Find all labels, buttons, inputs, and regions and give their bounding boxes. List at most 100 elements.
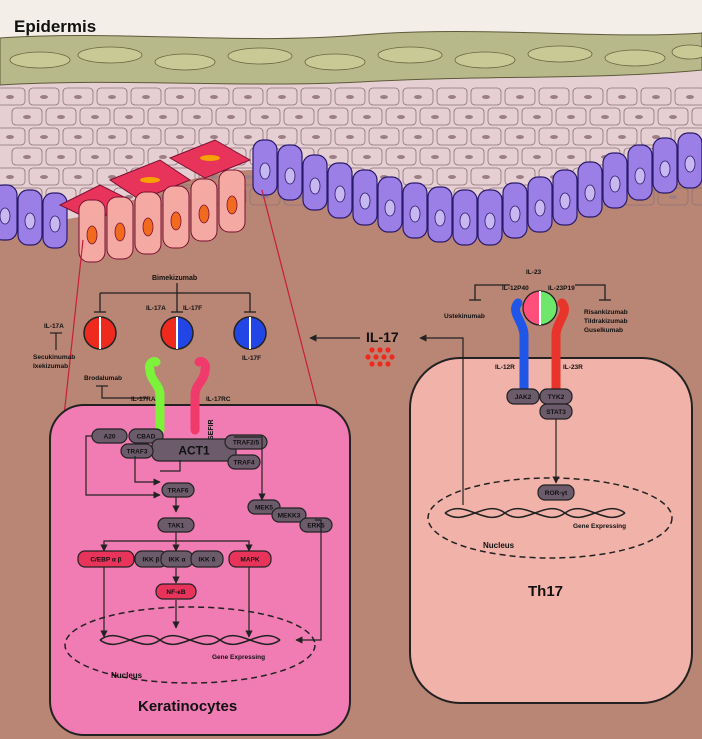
il23-cytokine xyxy=(522,290,558,326)
il17ra-receptor xyxy=(145,357,165,435)
nfkb-node-label: NF-κB xyxy=(166,589,185,596)
il17af-heterodimer xyxy=(160,316,194,350)
tak1-node-label: TAK1 xyxy=(168,522,185,529)
basal-cell xyxy=(427,186,453,243)
basal-cell xyxy=(477,189,503,246)
mek5-node-label: MEK5 xyxy=(255,504,273,511)
basal-cell xyxy=(552,169,578,226)
tildrakizumab-label: Tildrakizumab xyxy=(584,318,628,325)
keratinocyte-cell xyxy=(49,404,351,736)
stat3-node: STAT3 xyxy=(539,403,573,420)
inflamed-keratinocyte-cluster xyxy=(58,139,252,263)
basal-cell xyxy=(677,132,702,189)
il17a-dimer xyxy=(83,316,117,350)
mekk3-node: MEKK3 xyxy=(271,507,307,523)
th17-title: Th17 xyxy=(528,583,563,600)
basal-cell xyxy=(577,161,603,218)
inflamed-cell xyxy=(106,196,134,260)
mekk3-node-label: MEKK3 xyxy=(278,512,301,519)
il23r-receptor xyxy=(551,298,569,395)
inflamed-cell xyxy=(218,169,246,233)
il17-secreted-dots xyxy=(365,347,395,367)
traf25-node-label: TRAF2/5 xyxy=(233,439,260,446)
cbad-node: CBAD xyxy=(128,428,164,444)
traf4-node-label: TRAF4 xyxy=(234,459,255,466)
il23p19-label: IL-23P19 xyxy=(548,285,575,292)
il17f-label-top: IL-17F xyxy=(183,305,202,312)
keratinocyte-arrows xyxy=(85,435,322,644)
erk5-node-label: ERK5 xyxy=(307,522,325,529)
il23-label: IL-23 xyxy=(526,269,542,276)
traf6-node: TRAF6 xyxy=(161,482,195,498)
a20-node-label: A20 xyxy=(104,433,116,440)
stratum-spinosum xyxy=(0,55,702,230)
basal-cell xyxy=(527,176,553,233)
traf4-node: TRAF4 xyxy=(227,454,261,470)
tak1-node: TAK1 xyxy=(157,517,195,533)
inflamed-cell xyxy=(78,199,106,263)
basal-cell xyxy=(352,169,378,226)
secukinumab-label: Secukinumab xyxy=(33,354,75,361)
th17-nucleus xyxy=(427,477,673,559)
tyk2-node-label: TYK2 xyxy=(548,394,565,401)
il23r-label: IL-23R xyxy=(563,364,583,371)
basal-cell xyxy=(252,139,278,196)
th17-gene-label: Gene Expressing xyxy=(573,523,626,530)
keratinocyte-nucleus xyxy=(64,606,316,684)
a20-node: A20 xyxy=(91,428,128,444)
keratinocyte-nucleus-label: Nucleus xyxy=(111,671,143,680)
basal-cell xyxy=(42,192,68,249)
erk5-node: ERK5 xyxy=(299,517,333,533)
ustekinumab-label: Ustekinumab xyxy=(444,313,485,320)
inflamed-cell xyxy=(134,191,162,255)
basal-cell xyxy=(327,162,353,219)
skin-surface xyxy=(0,0,702,40)
ixekizumab-label: Ixekizumab xyxy=(33,363,68,370)
stat3-node-label: STAT3 xyxy=(546,409,566,416)
il12r-label: IL-12R xyxy=(495,364,515,371)
il17a-label-left: IL-17A xyxy=(44,323,64,330)
sefir-label: SEFIR xyxy=(208,419,215,440)
ikka-node-label: IKK α xyxy=(169,556,186,563)
il17f-dimer xyxy=(233,316,267,350)
corneum-cells xyxy=(9,44,702,71)
risankizumab-label: Risankizumab xyxy=(584,309,628,316)
cbad-node-label: CBAD xyxy=(137,433,156,440)
il17-secreted-label: IL-17 xyxy=(366,329,399,345)
basal-cell xyxy=(652,137,678,194)
brodalumab-label: Brodalumab xyxy=(84,375,122,382)
traf25-node: TRAF2/5 xyxy=(224,434,268,450)
th17-arrows xyxy=(419,334,560,505)
mapk-node: MAPK xyxy=(228,550,272,568)
ikkb-node: IKK β xyxy=(134,550,168,568)
th17-cell xyxy=(409,357,693,704)
traf3-node-label: TRAF3 xyxy=(127,448,148,455)
basal-layer xyxy=(0,132,702,249)
epidermis-label: Epidermis xyxy=(14,17,96,36)
ikkd-node-label: IKK δ xyxy=(199,556,216,563)
inflamed-cell xyxy=(162,185,190,249)
ror-node-label: ROR-γt xyxy=(545,490,568,497)
ror-node: ROR-γt xyxy=(537,484,575,501)
traf3-node: TRAF3 xyxy=(120,443,154,459)
il17ra-label: IL-17RA xyxy=(131,396,156,403)
cebp-node: C/EBP α β xyxy=(77,550,135,568)
basal-cell xyxy=(502,182,528,239)
basal-cell xyxy=(452,189,478,246)
il17f-label-right: IL-17F xyxy=(242,355,261,362)
ikkd-node: IKK δ xyxy=(190,550,224,568)
guselkumab-label: Guselkumab xyxy=(584,327,623,334)
inflamed-cell xyxy=(190,178,218,242)
il17a-label-top: IL-17A xyxy=(146,305,166,312)
bimekizumab-label: Bimekizumab xyxy=(152,275,197,282)
il12r-receptor xyxy=(511,298,529,395)
jak2-node-label: JAK2 xyxy=(515,394,532,401)
ikkb-node-label: IKK β xyxy=(143,556,160,563)
jak2-node: JAK2 xyxy=(506,388,540,405)
basal-cell xyxy=(377,176,403,233)
nfkb-node: NF-κB xyxy=(155,583,197,600)
